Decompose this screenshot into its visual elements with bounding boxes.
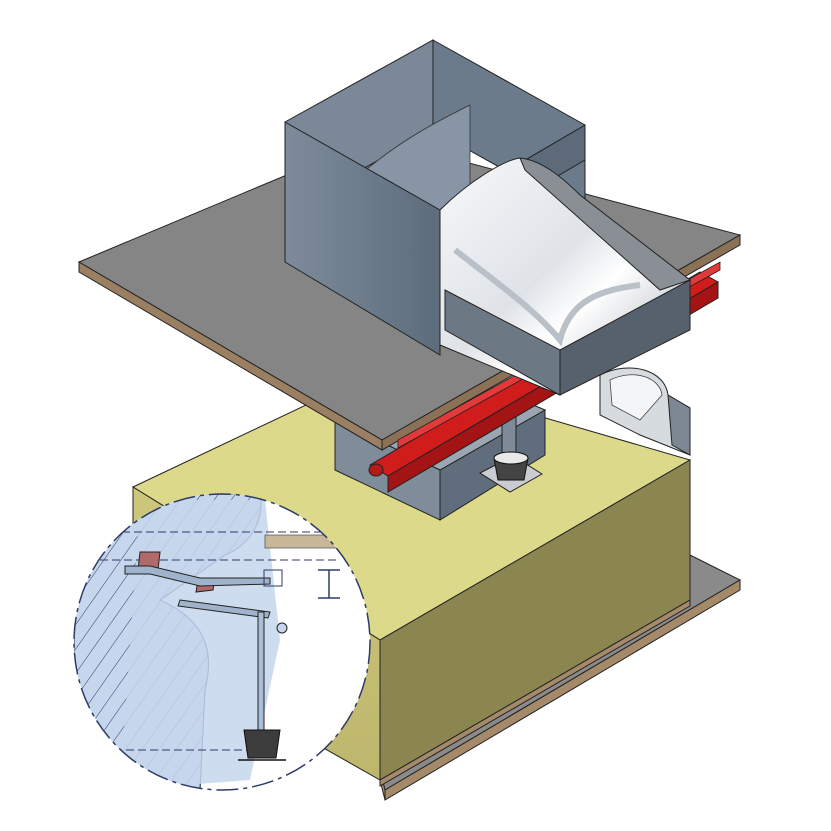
lower-chute-segment [599, 367, 691, 456]
detail-view-inset [73, 493, 371, 791]
sloped-chute [439, 157, 692, 396]
ibeam-symbol [318, 569, 340, 599]
